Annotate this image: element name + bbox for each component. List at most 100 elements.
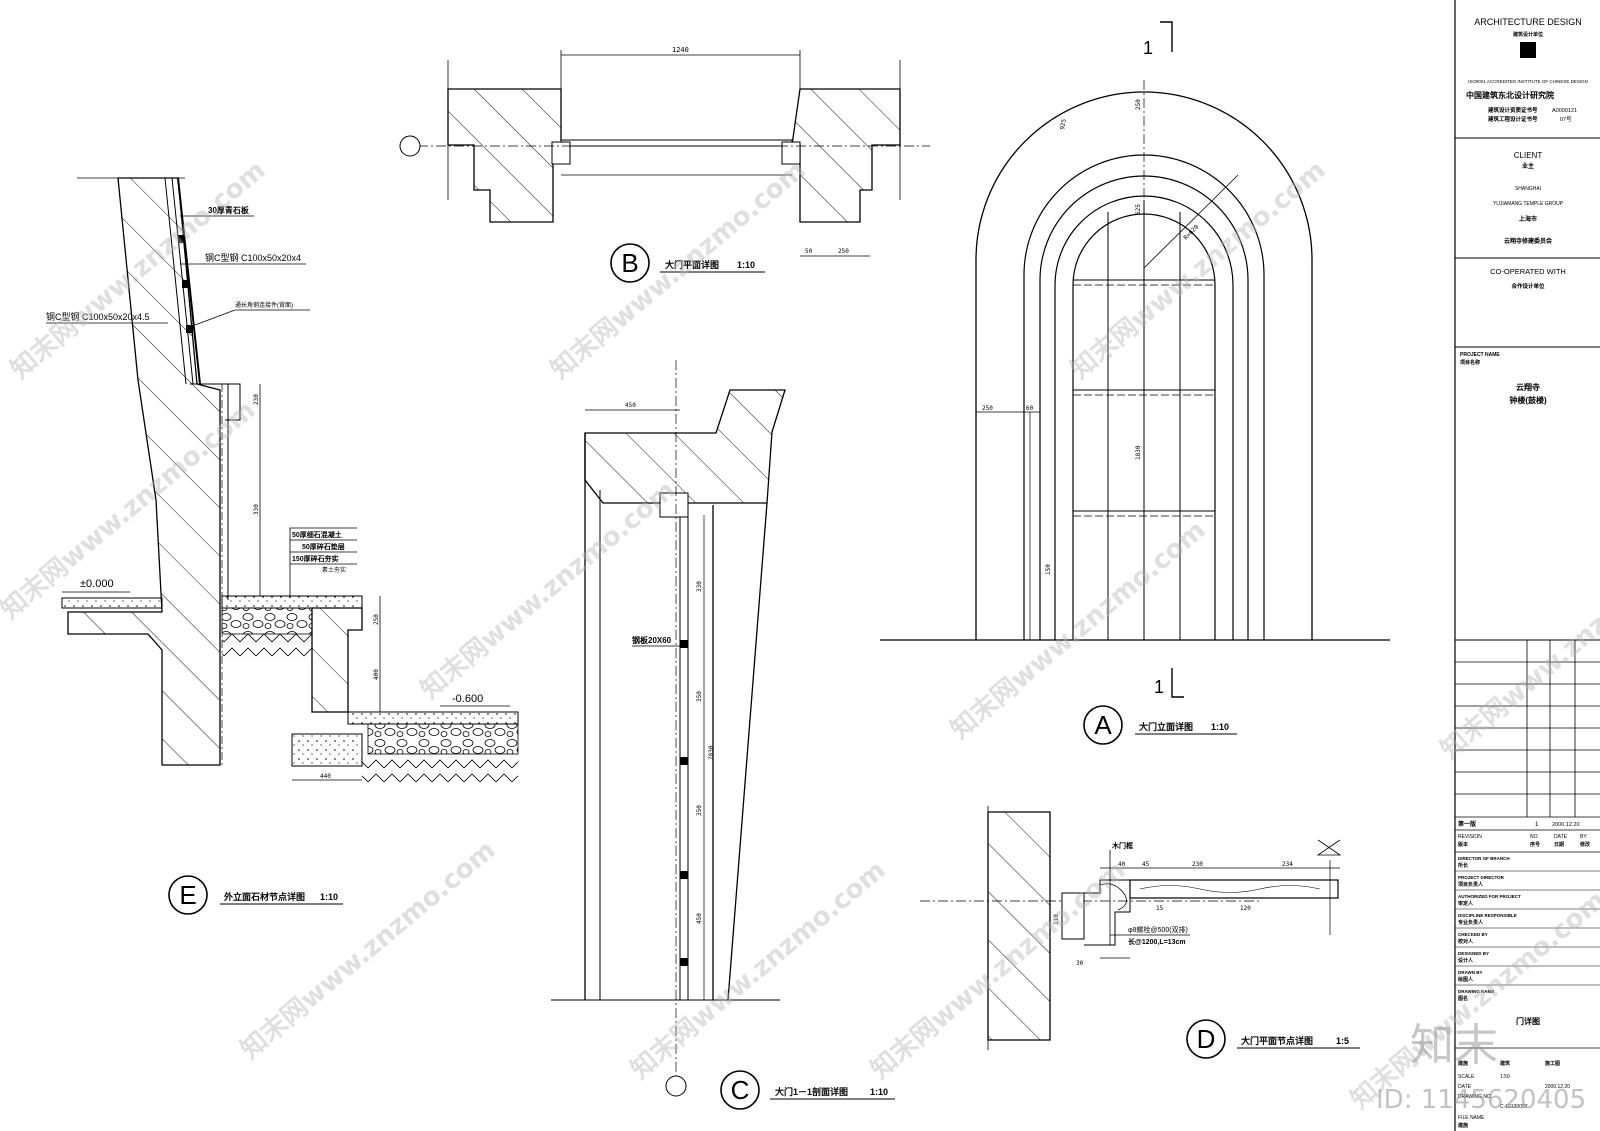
d-dim-a: 40 [1118,861,1126,868]
a-dim-h: 1830 [1135,445,1142,460]
tb-firm-name: 中国建筑东北设计研究院 [1466,90,1554,100]
tb-role-en: DRAWING NAME [1458,989,1494,994]
detail-d-door-plan-node: 230 234 40 45 120 110 15 30 木门框 φ8螺栓@500… [920,806,1360,1059]
tb-rev-h-by: BY [1580,834,1587,840]
e-note-8: 素土夯实 [322,566,346,574]
watermark-text: 知末网www.znzmo.com [235,835,501,1065]
tb-rev-h-rev-cn: 版本 [1458,841,1469,848]
tb-footer-scale: 1:50 [1500,1074,1510,1080]
tb-project-sub: 钟楼(鼓楼) [1509,395,1547,405]
b-dim-d2: 250 [838,248,849,255]
tb-rev-label: 第一版 [1457,820,1476,828]
e-dim-h4: 330 [253,504,260,515]
tb-firm-sub: 建筑设计单位 [1512,31,1543,38]
e-note-5: 50厚细石混凝土 [292,530,342,539]
watermark-text: 知末网www.znzmo.com [415,475,681,705]
e-dim-h1: 250 [373,614,380,625]
tb-client-group: YUJIAMANG TEMPLE GROUP [1493,201,1564,207]
a-section-mark-top: 1 [1143,38,1153,58]
tb-role-en: DESIGNED BY [1458,951,1489,956]
d-dim-d: 234 [1282,861,1293,868]
watermark-text: 知末网www.znzmo.com [545,155,811,385]
c-marker: C [731,1075,750,1105]
tb-footer-no-label: DRAWING NO. [1458,1094,1492,1100]
watermark-text: 知末网www.znzmo.com [0,395,261,625]
c-marker-circle [720,1070,760,1110]
tb-role-cn: 项目负责人 [1458,881,1484,888]
tb-role-cn: 审定人 [1458,900,1474,907]
c-note: 钢板20X60 [632,635,672,645]
tb-cooperated-cn: 合作设计单位 [1511,282,1545,290]
tb-cert-value2: 07号 [1560,116,1572,123]
c-dim-top: 450 [625,402,636,409]
watermark-logo: 知末 [1410,1020,1498,1071]
a-dim-side2: 60 [1026,405,1034,412]
a-dim-r-outer: 925 [1059,118,1068,130]
a-title: 大门立面详图 [1139,721,1193,732]
e-dim-w: 440 [320,773,331,780]
a-dim-bot: 150 [1045,564,1052,575]
tb-cert-label1: 建筑设计资质证书号 [1488,106,1538,114]
b-scale: 1:10 [737,260,755,270]
tb-client-name-cn: 云翔寺修建委员会 [1504,237,1553,245]
d-scale: 1:5 [1336,1036,1349,1046]
e-note-4: 通长角钢连接件(背面) [235,301,293,309]
tb-rev-h-no-cn: 序号 [1529,841,1540,848]
tb-rev-h-date-cn: 日期 [1554,841,1564,848]
tb-role-cn: 校对人 [1458,938,1474,945]
e-scale: 1:10 [320,892,338,902]
detail-c-door-section: 450 钢板20X60 2830 330 350 350 450 C 大门1－1… [551,360,895,1110]
d-dim-e: 120 [1240,905,1251,912]
tb-role-en: CHECKED BY [1458,932,1488,937]
tb-footer-discipline: 建筑 [1499,1060,1510,1067]
tb-role-cn: 设计人 [1458,957,1474,964]
watermark-text: 知末网www.znzmo.com [945,515,1211,745]
tb-role-en: DISCIPLINE RESPONSIBLE [1458,913,1517,918]
tb-cert-value1: A0000121 [1552,108,1577,114]
tb-cert-label2: 建筑工程设计证书号 [1488,115,1538,123]
e-level-neg: -0.600 [452,693,483,705]
tb-rev-h-date: DATE [1554,834,1568,840]
title-block: ARCHITECTURE DESIGN 建筑设计单位 ISO9001 ACCRE… [1454,0,1600,1131]
tb-client-en: SHANGHAI [1515,186,1541,192]
a-dim-side: 250 [982,405,993,412]
tb-footer-scale-label: SCALE [1458,1074,1475,1080]
tb-client-cn: 业主 [1522,162,1534,170]
c-scale: 1:10 [870,1087,888,1097]
e-dim-h3: 230 [253,394,260,405]
tb-footer-status: 建施 [1457,1060,1468,1067]
tb-firm-header: ARCHITECTURE DESIGN [1474,17,1582,27]
tb-role-en: AUTHORIZED FOR PROJECT [1458,894,1521,899]
e-marker-circle [168,875,208,915]
tb-firm-small: ISO9001 ACCREDITED INSTITUTE OF CHINESE … [1468,79,1588,84]
tb-footer-file: 建施 [1457,1122,1468,1129]
tb-rev-h-rev: REVISION [1458,834,1482,840]
b-dim-width: 1240 [672,46,689,54]
d-dim-b: 45 [1142,861,1150,868]
tb-role-en: DIRECTOR OF BRANCH [1458,856,1510,861]
tb-footer-no: C-12120057 [1500,1104,1528,1110]
tb-footer-date: 2000.12.20 [1545,1084,1570,1090]
tb-role-cn: 绘图人 [1458,976,1474,983]
detail-b-door-plan: 1240 50 250 B 大门平面详图 1:10 [399,46,930,283]
e-note-2: 钢C型钢 C100x50x20x4 [205,252,301,263]
d-marker-circle [1186,1019,1226,1059]
d-dim-h: 30 [1076,960,1084,967]
a-marker-circle [1083,705,1123,745]
e-note-7: 150厚碎石夯实 [292,554,339,563]
d-dim-g: 15 [1156,905,1164,912]
tb-cooperated-label: CO-OPERATED WITH [1490,267,1566,276]
a-marker: A [1094,710,1112,740]
d-title: 大门平面节点详图 [1241,1035,1313,1046]
d-dim-c: 230 [1192,861,1203,868]
tb-role-en: PROJECT DIRECTOR [1458,875,1505,880]
tb-rev-date: 2000.12.20 [1552,822,1580,828]
d-marker: D [1197,1024,1216,1054]
watermark-id: ID: 1145620405 [1376,1085,1586,1115]
tb-role-cn: 专业负责人 [1458,919,1484,926]
d-dim-f: 110 [1053,914,1060,925]
a-dim-top: 250 [1135,99,1142,110]
tb-project-label: PROJECT NAME [1460,352,1500,358]
d-note-2: φ8螺栓@500(双排) [1128,925,1188,934]
